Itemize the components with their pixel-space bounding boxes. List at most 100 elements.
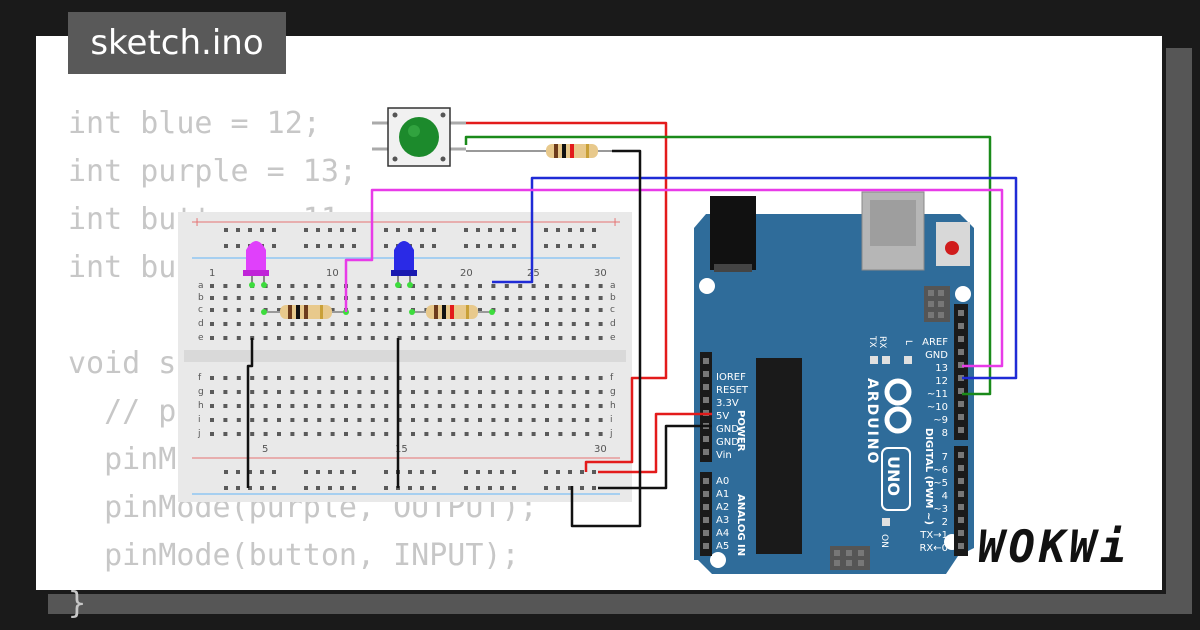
breadboard-hole [330,432,335,436]
breadboard-hole [571,404,576,408]
pin-label: A0 [716,476,729,487]
breadboard-hole [504,336,509,340]
breadboard-hole [491,418,496,422]
breadboard-hole [464,418,469,422]
breadboard-hole [317,284,322,288]
header-pin [938,312,944,318]
breadboard-hole [585,404,590,408]
breadboard-hole [571,296,576,300]
breadboard-hole [248,486,252,490]
breadboard-hole [437,390,442,394]
breadboard-hole [491,322,496,326]
breadboard-hole [504,390,509,394]
breadboard-hole [585,308,590,312]
breadboard-hole [210,322,214,326]
breadboard-hole [272,486,276,490]
breadboard-hole [397,296,402,300]
breadboard-hole [464,322,469,326]
breadboard-hole [585,376,590,380]
breadboard-hole [384,322,389,326]
breadboard-hole [476,244,480,248]
breadboard-hole [558,284,563,288]
wire-black[interactable] [570,149,642,528]
breadboard-hole [424,336,429,340]
pushbutton[interactable] [372,107,466,167]
breadboard-hole [397,404,402,408]
breadboard-hole [411,432,415,436]
breadboard-hole [384,308,389,312]
breadboard-hole [580,244,584,248]
breadboard-hole [344,432,348,436]
breadboard-hole [556,244,560,248]
header-pin [834,550,840,556]
button-cap[interactable] [399,117,439,157]
breadboard-hole [250,322,255,326]
breadboard-hole [224,470,228,474]
breadboard-hole [317,418,322,422]
header-pin [958,362,964,368]
breadboard-hole [357,432,362,436]
breadboard-hole [344,336,348,340]
wire-blue[interactable] [492,176,1018,380]
breadboard-hole [568,470,572,474]
breadboard-hole [571,418,576,422]
wire-black[interactable] [598,424,712,490]
breadboard-hole [384,228,388,232]
breadboard-hole [330,376,335,380]
wire-black[interactable] [246,338,254,488]
wire-red[interactable] [598,412,712,474]
breadboard-hole [250,390,255,394]
breadboard-hole [290,404,295,408]
breadboard-hole [568,486,572,490]
wire-red[interactable] [466,121,668,472]
digital-header-bottom [954,446,968,556]
wire-green[interactable] [464,135,992,396]
breadboard-hole [328,228,332,232]
breadboard-hole [317,404,322,408]
breadboard-hole [370,308,375,312]
breadboard-hole [384,390,389,394]
breadboard-hole [531,322,536,326]
breadboard-hole [504,284,509,288]
breadboard-hole [397,432,402,436]
resistor-2[interactable] [409,305,495,319]
breadboard-hole [592,228,596,232]
row-label: h [610,401,616,411]
breadboard-hole [317,296,322,300]
breadboard-hole [263,296,268,300]
col-label: 30 [594,444,607,455]
led-purple[interactable] [243,241,269,288]
breadboard-hole [464,376,469,380]
row-label: d [198,319,204,329]
breadboard-hole [223,336,228,340]
file-tab[interactable]: sketch.ino [68,12,286,74]
breadboard-hole [451,284,456,288]
breadboard-hole [411,296,415,300]
breadboard-hole [558,404,563,408]
wires[interactable] [246,121,1018,528]
breadboard-hole [504,404,509,408]
breadboard-hole [598,336,603,340]
arduino-uno[interactable]: IOREF RESET 3.3V 5V GND GND Vin A0 A1 A2… [694,191,974,574]
breadboard-hole [303,322,308,326]
resistor-1[interactable] [261,305,349,319]
breadboard-hole [464,284,469,288]
pin-label: Vin [716,450,732,461]
resistor-3[interactable] [466,144,612,158]
header-pin [703,358,709,364]
breadboard-hole [491,390,496,394]
wire-magenta[interactable] [344,188,1004,368]
reset-button[interactable] [945,241,959,255]
breadboard-hole [451,404,456,408]
mount-hole [955,286,971,302]
breadboard-hole [210,376,214,380]
model-badge [881,447,911,511]
rx-label: RX [877,336,887,348]
breadboard-hole [272,228,276,232]
breadboard-hole [352,244,356,248]
breadboard-hole [248,470,252,474]
led-blue[interactable] [391,241,417,288]
breadboard-hole [236,390,241,394]
breadboard-hole [260,486,264,490]
